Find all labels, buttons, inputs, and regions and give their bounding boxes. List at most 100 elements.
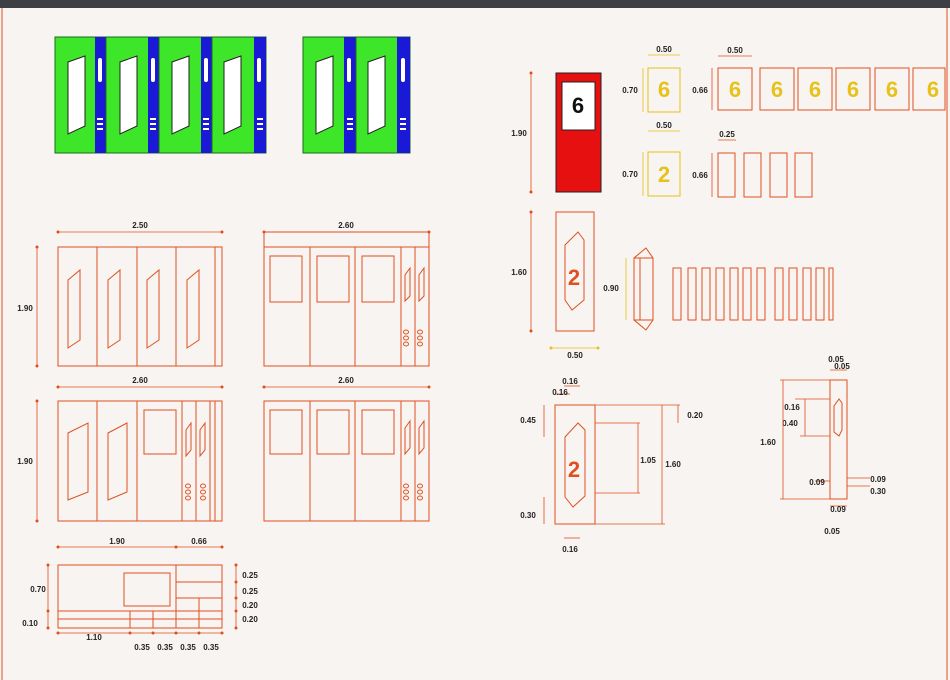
dim-row6-height: 0.66 [692,86,708,95]
panel-window [367,55,386,135]
yellow-sign-two: 0.50 0.70 2 [622,121,681,197]
dim-bottom-e: 0.35 [203,643,219,652]
blue-strip [254,37,266,153]
dim-tall-width: 0.50 [567,351,583,360]
detail-a-right-3: 1.60 [665,460,681,469]
plan-outline [57,564,223,629]
detail-b-bottom-1: 0.09 [830,505,846,514]
blue-strip [344,37,356,153]
detail-a: 2 0.16 0.16 0.45 0.30 0.20 1.05 1.60 0.1… [520,377,703,554]
dim-right-a: 0.25 [242,571,258,580]
dim-left-b: 0.10 [22,619,38,628]
detail-b-left-2: 0.40 [782,419,798,428]
bottom-left-plan: 1.90 0.66 0.70 0.10 1.10 0.35 0.35 0.35 … [22,537,258,652]
red-sign: 1.90 6 [511,71,602,194]
elevation-1: 2.50 1.90 [17,221,224,368]
row-of-six-signs: 0.50 0.66 6 6 6 6 6 6 [692,46,946,111]
door-dots [185,483,206,501]
dim-tall-height: 1.60 [511,268,527,277]
colored-panel-group-left [54,36,267,154]
dim-top-b: 0.66 [191,537,207,546]
strip-slot [204,58,208,82]
panel-window [119,55,138,135]
elevation-2: 2.60 [262,221,431,367]
dim-bottom-a: 1.10 [86,633,102,642]
dim-width-4: 2.60 [338,376,354,385]
row-of-narrow-signs: 0.25 0.66 [692,130,813,198]
svg-text:6: 6 [658,77,670,102]
dim-height-1: 1.90 [17,304,33,313]
strip-slot [347,58,351,82]
detail-b: 0.05 0.05 0.16 0.40 1.60 0.09 0.09 0.30 … [760,355,886,536]
detail-a-panel [554,404,596,525]
door-frame [57,400,223,522]
cad-drawing: 2.50 1.90 2.60 [1,8,948,680]
dim-bottom-b: 0.35 [134,643,150,652]
strip-dots [97,118,263,130]
door-frame [263,400,430,522]
tall-door-sign: 1.60 2 0.50 [511,210,600,360]
elevation-4: 2.60 [262,376,431,522]
detail-a-top-1: 0.16 [562,377,578,386]
colored-door-elevation-group [54,36,411,154]
dim-y1-height: 0.70 [622,86,638,95]
blue-strip [95,37,106,153]
dim-row2-height: 0.66 [692,171,708,180]
detail-b-right-2: 0.30 [870,487,886,496]
svg-text:6: 6 [847,77,859,102]
dim-small-height: 0.90 [603,284,619,293]
svg-text:6: 6 [771,77,783,102]
window-top-bar [0,0,950,8]
svg-text:6: 6 [809,77,821,102]
colored-panel-group-right [302,36,411,154]
detail-a-bottom: 0.16 [562,545,578,554]
small-side-sign: 0.90 [603,247,654,331]
dim-top-a: 1.90 [109,537,125,546]
door-dots [403,329,423,347]
svg-text:2: 2 [568,457,580,482]
svg-text:2: 2 [568,265,580,290]
detail-b-top-1: 0.05 [828,355,844,364]
row-of-thin-strips [672,267,834,321]
dim-width-1: 2.50 [132,221,148,230]
dim-y2-width: 0.50 [656,121,672,130]
detail-a-top-2: 0.16 [552,388,568,397]
dim-width-2: 2.60 [338,221,354,230]
elevation-3: 2.60 1.90 [17,376,224,523]
door-window [107,268,121,349]
dim-bottom-c: 0.35 [157,643,173,652]
detail-a-left-2: 0.30 [520,511,536,520]
cad-drawing-canvas[interactable]: 2.50 1.90 2.60 [0,8,950,680]
dim-row2-width: 0.25 [719,130,735,139]
detail-a-right-1: 0.20 [687,411,703,420]
strip-slot [151,58,155,82]
yellow-sign-six: 0.50 0.70 6 [622,45,681,113]
door-dots [403,483,423,501]
strip-dots [347,118,406,130]
blue-strip [148,37,159,153]
svg-text:6: 6 [886,77,898,102]
dim-red-height: 1.90 [511,129,527,138]
svg-text:2: 2 [658,162,670,187]
panel-window [67,55,86,135]
detail-b-left-3: 1.60 [760,438,776,447]
panel-window [223,55,242,135]
dim-row6-width: 0.50 [727,46,743,55]
svg-text:6: 6 [729,77,741,102]
strip-slot [257,58,261,82]
strip-slot [401,58,405,82]
detail-b-left-1: 0.16 [784,403,800,412]
panel-window [315,55,334,135]
detail-a-right-2: 1.05 [640,456,656,465]
dim-right-c: 0.20 [242,601,258,610]
door-frame [263,231,430,367]
door-window [146,268,160,349]
blue-strip [201,37,212,153]
strip-slot [98,58,102,82]
dim-bottom-d: 0.35 [180,643,196,652]
detail-b-top-2: 0.05 [834,362,850,371]
detail-b-panel [829,379,848,500]
door-frame [57,246,223,367]
detail-a-left-1: 0.45 [520,416,536,425]
dim-right-d: 0.20 [242,615,258,624]
